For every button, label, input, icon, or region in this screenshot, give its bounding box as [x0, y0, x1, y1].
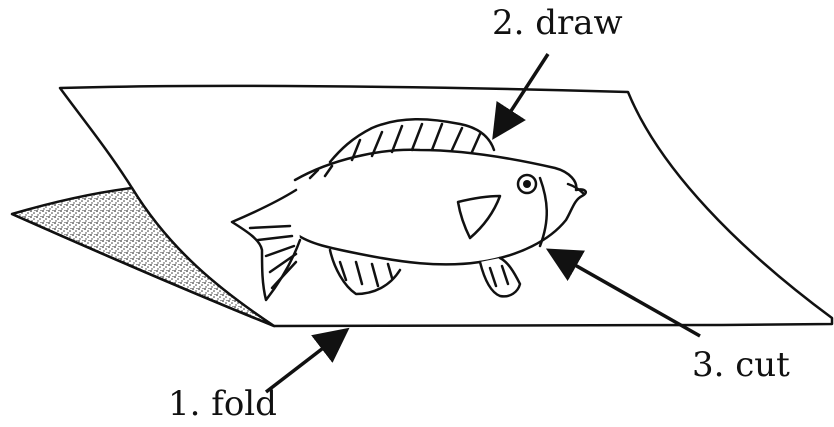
arrow-fold	[266, 332, 344, 392]
step-label-draw: 2. draw	[492, 6, 623, 40]
step-label-cut: 3. cut	[692, 348, 790, 382]
step-label-fold: 1. fold	[168, 387, 277, 421]
fish-eye	[518, 175, 536, 193]
